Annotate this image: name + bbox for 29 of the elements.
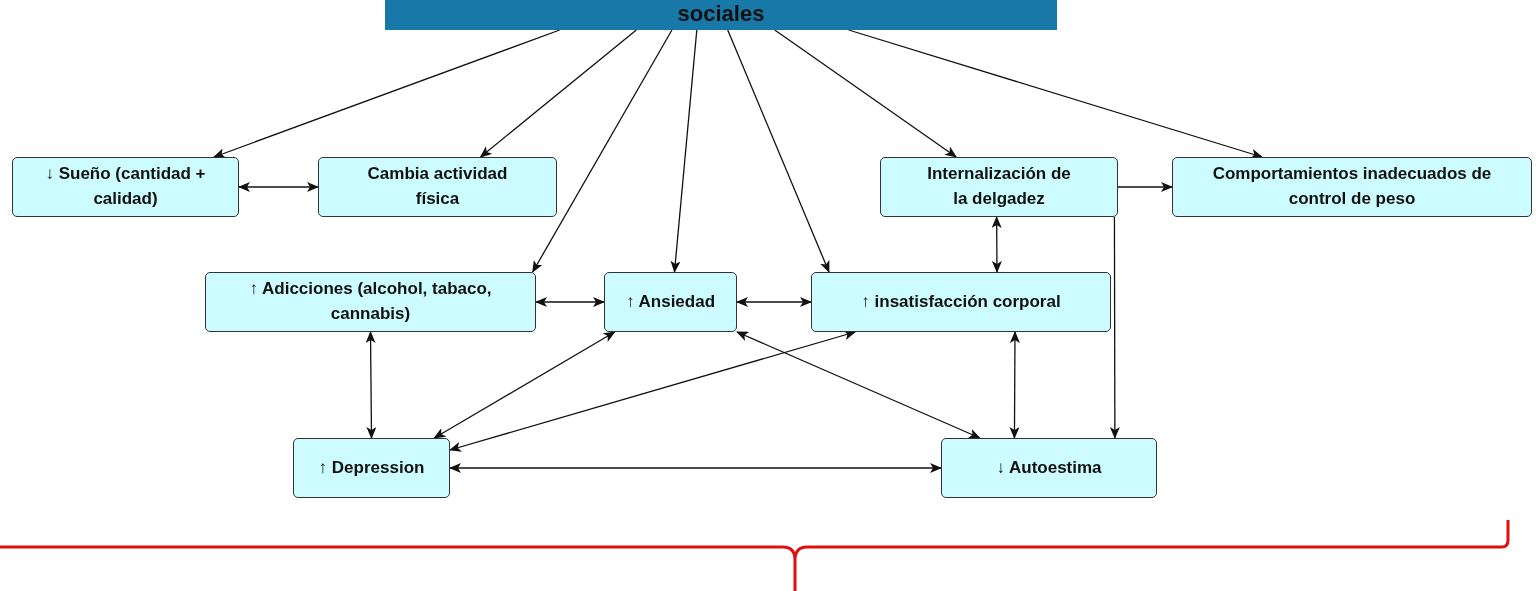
process-box: Internalización de la delgadez [880,157,1118,217]
arrow [848,29,1263,159]
arrow [727,29,830,273]
arrow [449,463,942,473]
arrow [238,182,319,192]
arrow [1009,331,1020,439]
arrow [433,331,616,439]
process-box: ↑ Ansiedad [604,272,737,332]
process-box: ↑ insatisfacción corporal [811,272,1111,332]
arrow [670,29,698,273]
arrow [736,331,981,439]
arrow [365,331,377,439]
process-box: ↑ Adicciones (alcohol, tabaco, cannabis) [205,272,536,332]
title-banner: sociales [385,0,1057,30]
process-box: Cambia actividad física [318,157,557,217]
process-box: ↓ Autoestima [941,438,1157,498]
arrow [1109,216,1120,439]
process-box: ↓ Sueño (cantidad + calidad) [12,157,239,217]
arrow [449,330,857,452]
arrow [1117,182,1173,192]
arrow [535,297,605,307]
process-box: ↑ Depression [293,438,450,498]
arrow [774,29,957,158]
process-box: Comportamientos inadecuados de control de peso [1172,157,1532,217]
arrow [991,216,1002,273]
arrow [479,29,637,158]
arrow [532,29,673,273]
arrow [213,29,561,158]
arrow [736,297,812,307]
